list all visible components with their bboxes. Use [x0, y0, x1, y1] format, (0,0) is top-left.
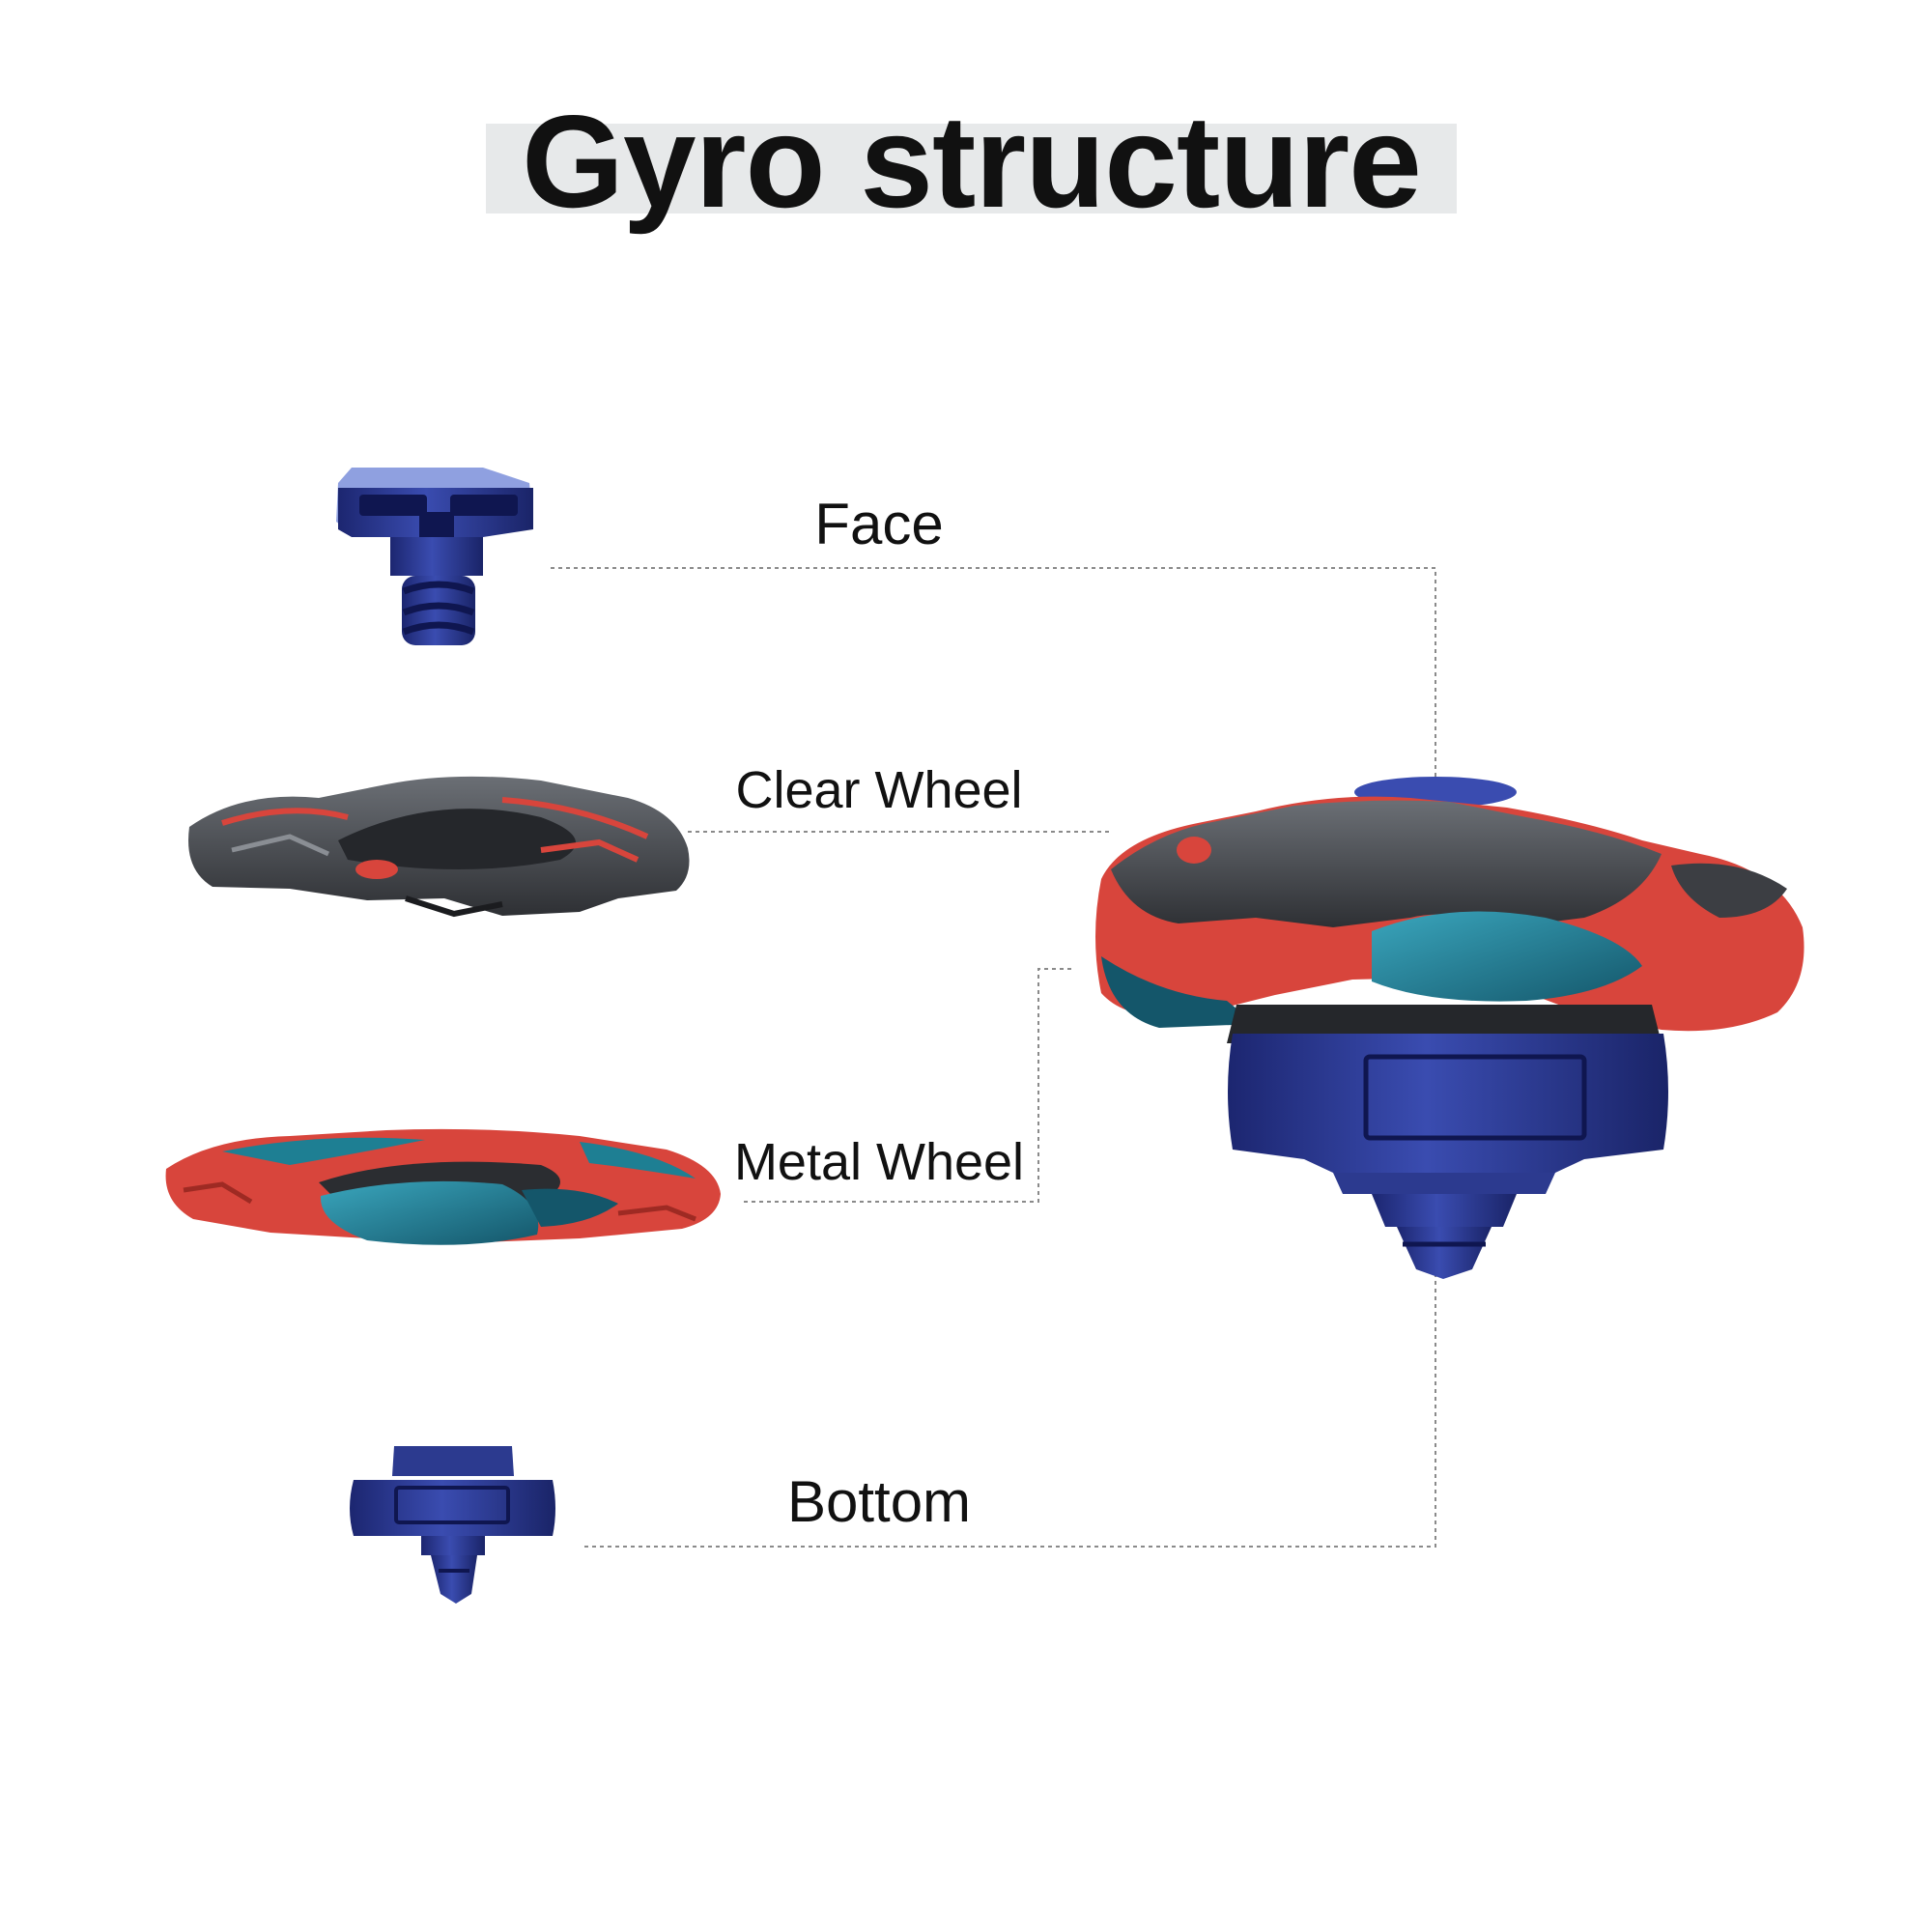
leader-lines: [551, 567, 1436, 1548]
leader-face: [551, 567, 1436, 784]
leader-bottom: [584, 1275, 1436, 1548]
face-part-image: [336, 468, 533, 645]
title-highlight-band: [486, 124, 1457, 213]
metal-wheel-part-image: [165, 1128, 722, 1245]
clear-wheel-part-image: [188, 776, 690, 918]
bottom-part-image: [350, 1446, 555, 1604]
label-bottom: Bottom: [786, 1469, 972, 1534]
label-metal-wheel: Metal Wheel: [733, 1133, 1025, 1191]
assembled-gyro-image: [1095, 777, 1804, 1279]
label-face: Face: [814, 492, 944, 556]
leader-metal-wheel: [744, 968, 1074, 1203]
label-clear-wheel: Clear Wheel: [735, 761, 1023, 819]
page-title: Gyro structure: [522, 88, 1422, 235]
